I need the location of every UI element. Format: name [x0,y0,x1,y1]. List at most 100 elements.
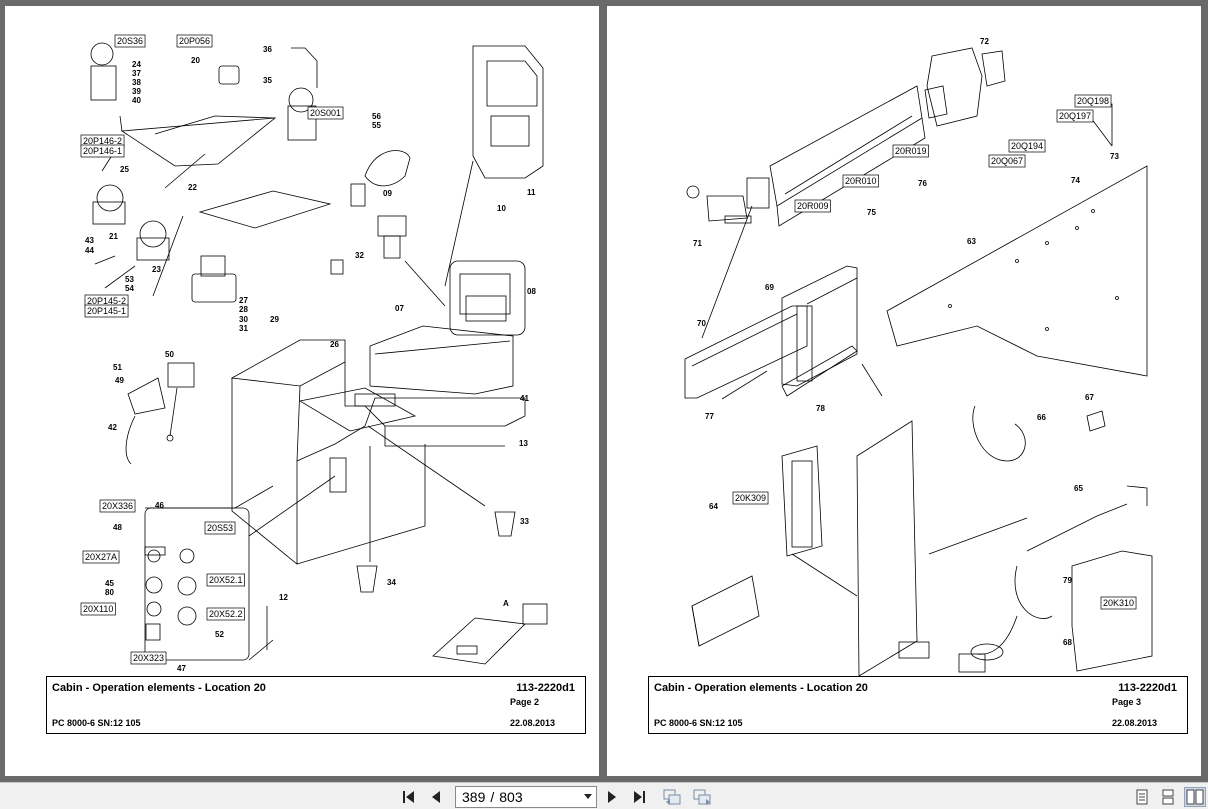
code-label-box [99,499,136,513]
part-callout: 36 [263,45,272,54]
part-callout: 49 [115,376,124,385]
component-code-label: 20X336 [102,501,133,511]
document-title: Cabin - Operation elements - Location 20 [52,682,266,694]
code-label-box [130,651,167,665]
part-callout: 54 [125,284,134,293]
part-callout: 64 [709,502,718,511]
part-callout: 31 [239,324,248,333]
part-callout: 70 [697,319,706,328]
part-callout: 53 [125,275,134,284]
part-callout: 32 [355,251,364,260]
current-page-number: 389 [462,789,486,805]
component-code-label: 20X110 [83,604,113,614]
previous-page-icon [432,791,440,803]
component-code-label: 20K309 [735,493,766,503]
part-callout: A [503,599,509,608]
part-callout: 44 [85,246,94,255]
part-callout: 38 [132,78,141,87]
part-callout: 42 [108,423,117,432]
part-callout: 23 [152,265,161,274]
single-page-view-button[interactable] [1132,787,1152,807]
component-code-label: 20S36 [117,36,143,46]
code-label-box [206,607,245,621]
component-code-label: 20Q198 [1077,96,1109,106]
component-code-label: 20X27A [85,552,117,562]
part-callout: 37 [132,69,141,78]
go-back-view-button[interactable] [660,787,684,807]
page-separator: / [490,789,495,805]
component-code-label: 20X52.1 [209,575,243,585]
part-callout: 41 [520,394,529,403]
title-block-page-3: Cabin - Operation elements - Location 20… [648,676,1188,734]
continuous-view-button[interactable] [1158,787,1178,807]
parts-diagram-page-2 [90,42,548,665]
code-label-box [80,602,116,616]
code-label-box [988,154,1026,168]
document-title: Cabin - Operation elements - Location 20 [654,682,868,694]
model-serial: PC 8000-6 SN:12 105 [52,718,141,728]
part-callout: 56 [372,112,381,121]
part-callout: 71 [693,239,702,248]
model-serial: PC 8000-6 SN:12 105 [654,718,743,728]
component-code-label: 20S53 [207,523,233,533]
next-page-button[interactable] [602,787,622,807]
part-callout: 73 [1110,152,1119,161]
part-callout: 80 [105,588,114,597]
part-callout: 65 [1074,484,1083,493]
part-callout: 13 [519,439,528,448]
code-label-box [84,304,129,318]
part-callout: 09 [383,189,392,198]
continuous-page-icon [1162,789,1174,805]
part-callout: 40 [132,96,141,105]
component-code-label: 20R019 [895,146,927,156]
part-callout: 07 [395,304,404,313]
part-callout: 39 [132,87,141,96]
viewer-toolbar: 389 / 803 [0,782,1208,809]
two-page-view-button[interactable] [1184,787,1206,807]
part-callout: 76 [918,179,927,188]
part-callout: 33 [520,517,529,526]
part-callout: 34 [387,578,396,587]
part-callout: 27 [239,296,248,305]
two-page-icon [1186,789,1204,805]
page-label: Page 3 [1112,697,1142,707]
doc-number: 113-2220d1 [1118,682,1177,694]
part-callout: 66 [1037,413,1046,422]
document-date: 22.08.2013 [510,718,556,728]
code-label-box [206,573,245,587]
part-callout: 67 [1085,393,1094,402]
part-callout: 48 [113,523,122,532]
part-callout: 46 [155,501,164,510]
part-callout: 77 [705,412,714,421]
part-callout: 78 [816,404,825,413]
component-code-label: 20R009 [797,201,829,211]
component-code-label: 20P145-2 [87,296,126,306]
document-date: 22.08.2013 [1112,718,1158,728]
part-callout: 30 [239,315,248,324]
first-page-button[interactable] [398,787,420,807]
part-callout: 24 [132,60,141,69]
component-code-label: 20K310 [1103,598,1134,608]
code-label-box [892,144,929,158]
part-callout: 45 [105,579,114,588]
part-callout: 08 [527,287,536,296]
page-label: Page 2 [510,697,540,707]
last-page-button[interactable] [628,787,650,807]
page-number-select[interactable]: 389 / 803 [455,786,597,808]
next-page-icon [608,791,616,803]
go-forward-view-button[interactable] [690,787,714,807]
part-callout: 35 [263,76,272,85]
code-label-box [82,550,120,564]
part-callout: 11 [527,188,536,197]
code-label-box [114,34,146,48]
back-view-icon [663,789,681,805]
part-callout: 22 [188,183,197,192]
code-label-box [794,199,831,213]
code-label-box [307,106,344,120]
part-callout: 10 [497,204,506,213]
code-label-box [732,491,769,505]
previous-page-button[interactable] [426,787,446,807]
